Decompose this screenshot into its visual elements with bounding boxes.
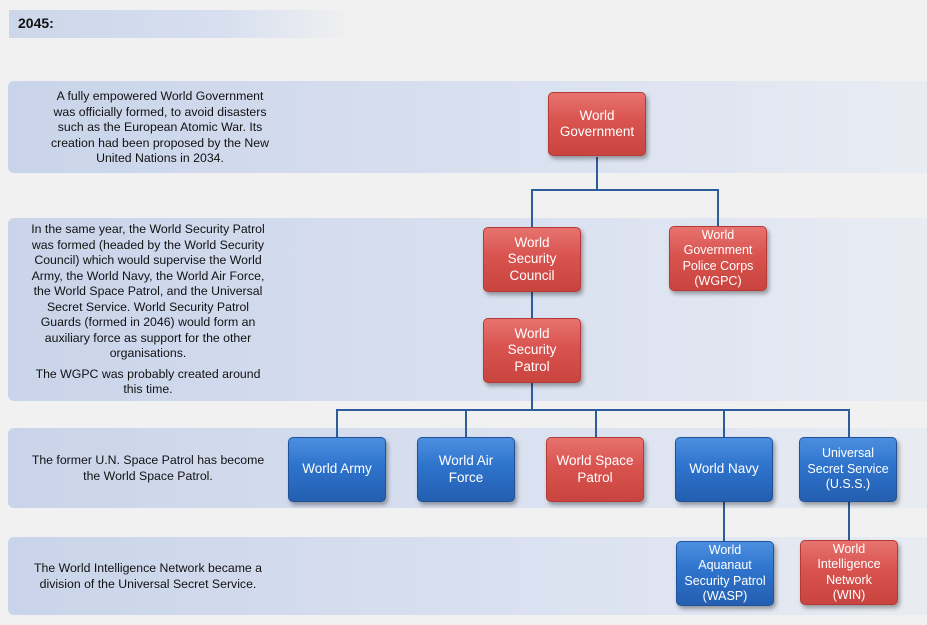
node-wasp: World Aquanaut Security Patrol (WASP) — [676, 541, 774, 606]
year-header-bar — [9, 10, 354, 38]
connector-gov-branch — [531, 189, 719, 227]
band-world-government — [8, 81, 927, 173]
node-world-navy: World Navy — [675, 437, 773, 502]
node-universal-secret-service: Universal Secret Service (U.S.S.) — [799, 437, 897, 502]
node-world-space-patrol: World Space Patrol — [546, 437, 644, 502]
node-world-security-council: World Security Council — [483, 227, 581, 292]
node-wgpc: World Government Police Corps (WGPC) — [669, 226, 767, 291]
band-world-security-patrol — [8, 218, 927, 401]
node-world-army: World Army — [288, 437, 386, 502]
node-world-air-force: World Air Force — [417, 437, 515, 502]
connector-services-branch — [336, 409, 850, 437]
year-title: 2045: — [18, 15, 54, 31]
node-win: World Intelligence Network (WIN) — [800, 540, 898, 605]
node-world-government: World Government — [548, 92, 646, 156]
node-world-security-patrol: World Security Patrol — [483, 318, 581, 383]
band-2-description: In the same year, the World Security Pat… — [31, 222, 265, 396]
